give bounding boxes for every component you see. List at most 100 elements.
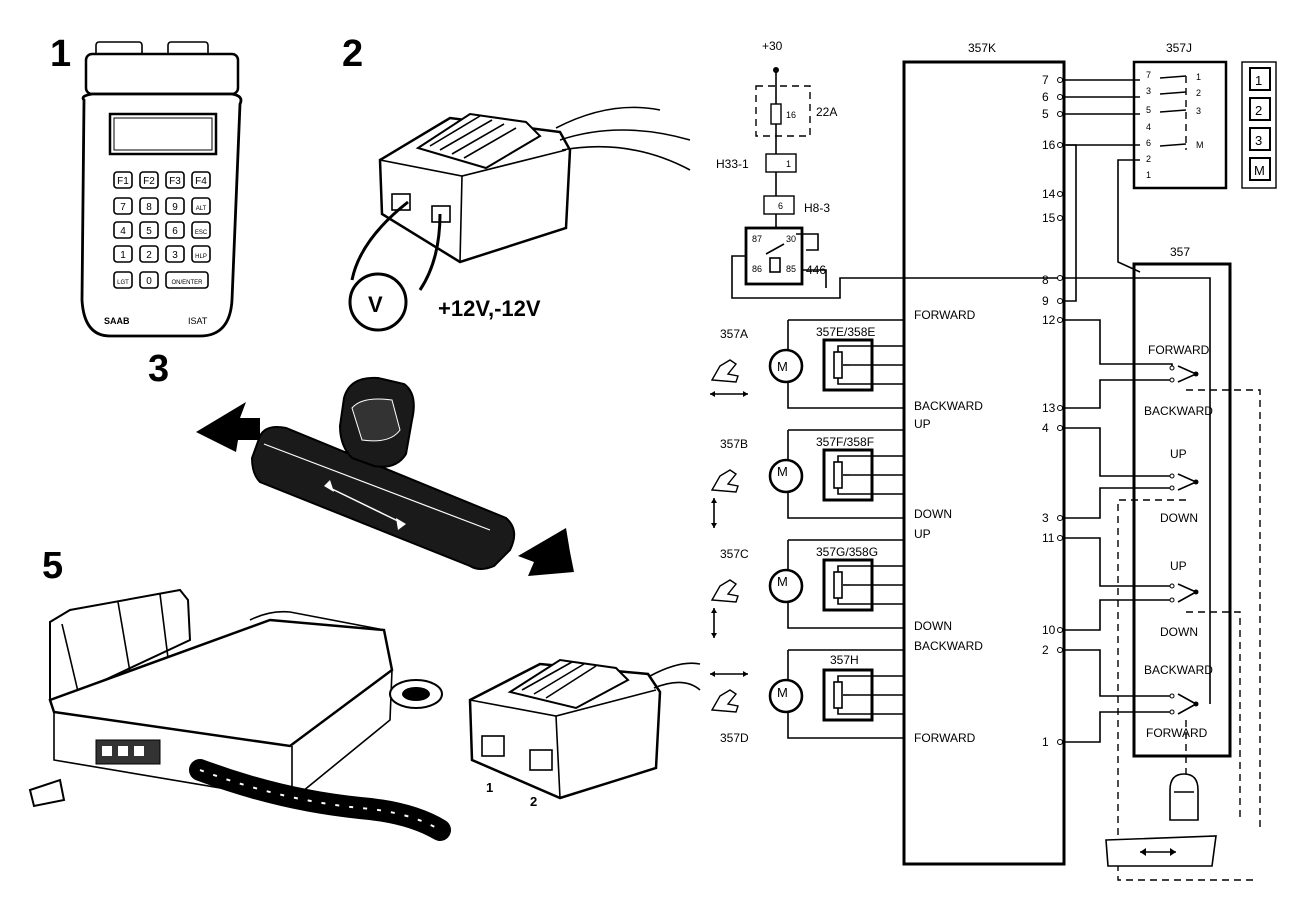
switch-left-pin-4: 4	[1146, 122, 1151, 132]
memory-button-1-label: 1	[1255, 73, 1262, 88]
sensor-wire	[837, 598, 872, 605]
sensor-id-357e: 357E/358E	[816, 325, 875, 339]
tester-key	[191, 221, 211, 239]
relay-pin-30: 30	[786, 234, 796, 244]
memory-switch-357j	[1132, 60, 1228, 190]
ecu-pin-8: 8	[1042, 273, 1049, 287]
ecu-pin-10: 10	[1042, 623, 1056, 637]
tester-key	[139, 197, 159, 215]
panel-label-backward-2: BACKWARD	[1144, 663, 1213, 677]
tester-key	[113, 245, 133, 263]
motor-symbol-357c: M	[777, 574, 788, 589]
ecu-label-down-2: DOWN	[914, 619, 952, 633]
potentiometer	[833, 461, 843, 489]
motor-wire-bottom	[787, 382, 904, 409]
sensor-id-357h: 357H	[830, 653, 859, 667]
panel-label: 357	[1170, 245, 1190, 259]
seat-icon	[710, 579, 739, 603]
connector-pin-2-label: 2	[530, 794, 537, 809]
ecu-pin-2: 2	[1042, 643, 1049, 657]
h33-pin: 1	[786, 159, 791, 169]
sensor-id-357g: 357G/358G	[816, 545, 878, 559]
fuse-label: 22A	[816, 105, 837, 119]
voltage-range-label: +12V,-12V	[438, 296, 541, 321]
sensor-wire	[837, 345, 872, 352]
fuse-box	[755, 85, 811, 137]
tester-key-label: ALT	[196, 206, 207, 212]
switch-right-pin-3: 3	[1196, 106, 1201, 116]
ecu-pin-14: 14	[1042, 187, 1056, 201]
tester-key	[113, 197, 133, 215]
potentiometer	[833, 681, 843, 709]
sensor-wire	[837, 455, 872, 462]
memory-button-3	[1249, 127, 1271, 151]
panel-label-backward-1: BACKWARD	[1144, 404, 1213, 418]
step-number-2: 2	[342, 33, 363, 75]
supply-label: +30	[762, 39, 783, 53]
ecu-label-down-1: DOWN	[914, 507, 952, 521]
ecu-pins: 7 6 5 16 14 15 8 9 12 13 4 3 11 10 2 1	[1042, 73, 1063, 749]
tester-key-label: 0	[146, 276, 152, 287]
tester-key	[139, 171, 159, 189]
panel-label-down-2: DOWN	[1160, 625, 1198, 639]
motor-id-357a: 357A	[720, 327, 748, 341]
switch-left-pin-7: 7	[1146, 70, 1151, 80]
h33-label: H33-1	[716, 157, 749, 171]
motor-circle	[768, 348, 804, 384]
motor-id-357c: 357C	[720, 547, 749, 561]
panel-label-down-1: DOWN	[1160, 511, 1198, 525]
tester-key-label: 4	[120, 226, 126, 237]
motor-id-357b: 357B	[720, 437, 748, 451]
motor-wire-bottom	[787, 492, 904, 519]
ecu-pin-12: 12	[1042, 313, 1056, 327]
panel-label-up-2: UP	[1170, 559, 1187, 573]
tester-key	[165, 171, 185, 189]
ecu-pin-15: 15	[1042, 211, 1056, 225]
arrow-head	[711, 633, 717, 638]
ecu-pin-1: 1	[1042, 735, 1049, 749]
sensor-wire	[837, 565, 872, 572]
ecu-label: 357K	[968, 41, 996, 55]
ecu-pin-16: 16	[1042, 138, 1056, 152]
seat-icon	[710, 469, 739, 493]
tester-key	[113, 221, 133, 239]
step-number-3: 3	[148, 348, 169, 390]
memory-button-3-label: 3	[1255, 133, 1262, 148]
ecu-label-backward-2: BACKWARD	[914, 639, 983, 653]
seat-switch-panel-357	[1132, 262, 1232, 758]
arrow-head	[710, 391, 715, 397]
motor-symbol-357a: M	[777, 359, 788, 374]
ecu-pin-5: 5	[1042, 107, 1049, 121]
ecu-label-up-1: UP	[914, 417, 931, 431]
tester-key-label: F3	[169, 176, 181, 187]
switch-right-pin-1: 1	[1196, 72, 1201, 82]
step-number-1: 1	[50, 33, 71, 75]
tester-key	[191, 171, 211, 189]
ecu-label-forward-2: FORWARD	[914, 731, 976, 745]
voltmeter-symbol: V	[368, 292, 383, 317]
knob-symbol	[1105, 773, 1217, 867]
arrow-head	[711, 608, 717, 613]
motor-symbol-357b: M	[777, 464, 788, 479]
tester-key	[191, 197, 211, 215]
ecu-label-forward-1: FORWARD	[914, 308, 976, 322]
relay-pin-85: 85	[786, 264, 796, 274]
arrow-head	[743, 671, 748, 677]
h33-connector	[765, 153, 797, 173]
fuse-number: 16	[786, 110, 796, 120]
tester-key-label: F1	[117, 176, 129, 187]
switch-left-pin-1: 1	[1146, 170, 1151, 180]
motor-circle	[768, 678, 804, 714]
tester-key-label: 5	[146, 226, 152, 237]
motor-symbol-357d: M	[777, 685, 788, 700]
seat-icon	[710, 689, 739, 713]
panel-label-forward-1: FORWARD	[1148, 343, 1210, 357]
ecu-pin-6: 6	[1042, 90, 1049, 104]
tester-key-label: HLP	[195, 254, 207, 260]
arrow-head	[743, 391, 748, 397]
memory-buttons: 1 2 3 M	[1241, 61, 1277, 189]
ecu-357k	[902, 60, 1066, 866]
tester-key	[113, 271, 133, 289]
